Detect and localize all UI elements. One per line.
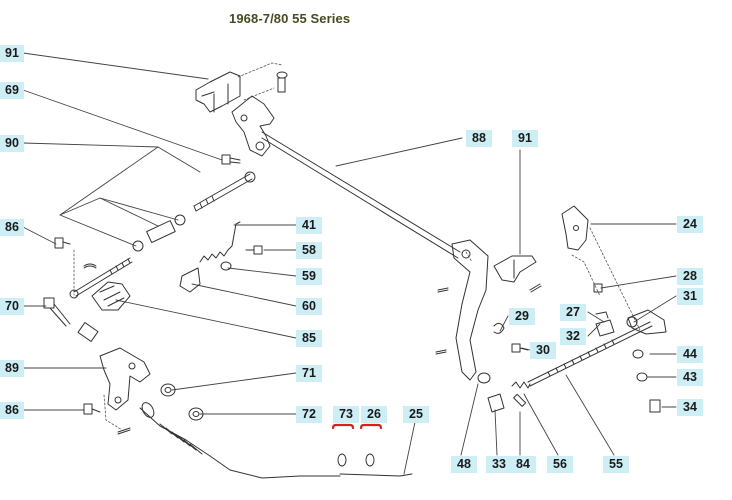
- part-label-90[interactable]: 90: [0, 135, 24, 152]
- part-label-60[interactable]: 60: [296, 298, 322, 315]
- page-title: 1968-7/80 55 Series: [229, 11, 351, 26]
- part-label-85[interactable]: 85: [296, 330, 322, 347]
- part-55-rod: [527, 321, 653, 387]
- part-86-bolt-upper: [54, 237, 71, 249]
- part-label-69[interactable]: 69: [0, 82, 24, 99]
- part-label-70[interactable]: 70: [0, 298, 24, 315]
- part-43-washer: [636, 372, 648, 382]
- part-label-58[interactable]: 58: [296, 242, 322, 259]
- part-26-clip: [365, 453, 375, 467]
- part-31-handle: [626, 309, 667, 335]
- part-label-44[interactable]: 44: [677, 346, 703, 363]
- part-72-nut: [188, 407, 204, 421]
- part-label-41[interactable]: 41: [296, 217, 322, 234]
- part-34-bolt: [649, 399, 661, 413]
- part-71-nut: [160, 383, 176, 397]
- part-label-33[interactable]: 33: [486, 456, 512, 473]
- part-label-31[interactable]: 31: [677, 288, 703, 305]
- part-label-48[interactable]: 48: [451, 456, 477, 473]
- cotter-pin-cable: [117, 427, 131, 435]
- part-58-screw: [245, 245, 263, 255]
- part-label-55[interactable]: 55: [603, 456, 629, 473]
- part-label-91-right[interactable]: 91: [512, 130, 538, 147]
- part-27-clip: [595, 311, 609, 319]
- highlight-marks: [331, 423, 383, 430]
- leader-lines: [22, 52, 677, 475]
- part-33-block: [487, 393, 505, 413]
- bolt-top: [276, 71, 288, 93]
- part-label-84[interactable]: 84: [510, 456, 536, 473]
- part-88-rod: [261, 131, 461, 259]
- part-69-bolt: [221, 154, 241, 165]
- part-73-clip: [337, 453, 347, 467]
- part-90-bracket: [231, 95, 275, 157]
- part-label-86-lower[interactable]: 86: [0, 402, 24, 419]
- part-60-bracket: [179, 267, 201, 293]
- part-59-nut: [220, 261, 232, 271]
- part-label-56[interactable]: 56: [547, 456, 573, 473]
- part-label-71[interactable]: 71: [296, 365, 322, 382]
- part-label-32[interactable]: 32: [560, 328, 586, 345]
- part-85-boot: [91, 281, 131, 311]
- part-label-59[interactable]: 59: [296, 268, 322, 285]
- part-89-lever: [99, 347, 151, 411]
- pins-arm: [435, 283, 542, 355]
- part-label-29[interactable]: 29: [509, 308, 535, 325]
- part-41-spring: [199, 221, 241, 263]
- part-label-27[interactable]: 27: [560, 304, 586, 321]
- part-label-88[interactable]: 88: [466, 130, 492, 147]
- threaded-rod: [193, 171, 256, 212]
- part-label-86-upper[interactable]: 86: [0, 219, 24, 236]
- sleeve-small: [77, 321, 99, 343]
- part-86-bolt-lower: [83, 403, 101, 415]
- part-label-28[interactable]: 28: [677, 268, 703, 285]
- part-24-bracket: [561, 205, 589, 251]
- sleeve: [146, 214, 186, 244]
- part-29-clip: [493, 322, 505, 334]
- part-label-72[interactable]: 72: [296, 406, 322, 423]
- threaded-rod-left: [69, 240, 144, 299]
- part-label-43[interactable]: 43: [677, 369, 703, 386]
- part-label-89[interactable]: 89: [0, 360, 24, 377]
- assembly-dashes: [73, 62, 641, 431]
- part-label-26[interactable]: 26: [361, 406, 387, 423]
- part-label-24[interactable]: 24: [677, 216, 703, 233]
- part-91-upper-bracket: [195, 71, 241, 113]
- part-91-right-bracket: [493, 255, 537, 283]
- part-label-25[interactable]: 25: [403, 406, 429, 423]
- part-label-91-upper[interactable]: 91: [0, 45, 24, 62]
- part-label-73[interactable]: 73: [333, 406, 359, 423]
- part-48-arm: [451, 239, 491, 384]
- part-32-connector: [595, 319, 615, 337]
- part-30-screw: [511, 343, 529, 353]
- part-25-cable: [139, 402, 413, 479]
- cotter-pin-left: [83, 263, 97, 269]
- part-28-screw: [593, 283, 603, 293]
- part-70-bolt: [43, 297, 71, 327]
- part-label-30[interactable]: 30: [530, 342, 556, 359]
- part-label-34[interactable]: 34: [677, 399, 703, 416]
- part-56-spring: [511, 381, 531, 389]
- part-44-nut: [632, 349, 644, 359]
- part-84-pin: [513, 393, 527, 407]
